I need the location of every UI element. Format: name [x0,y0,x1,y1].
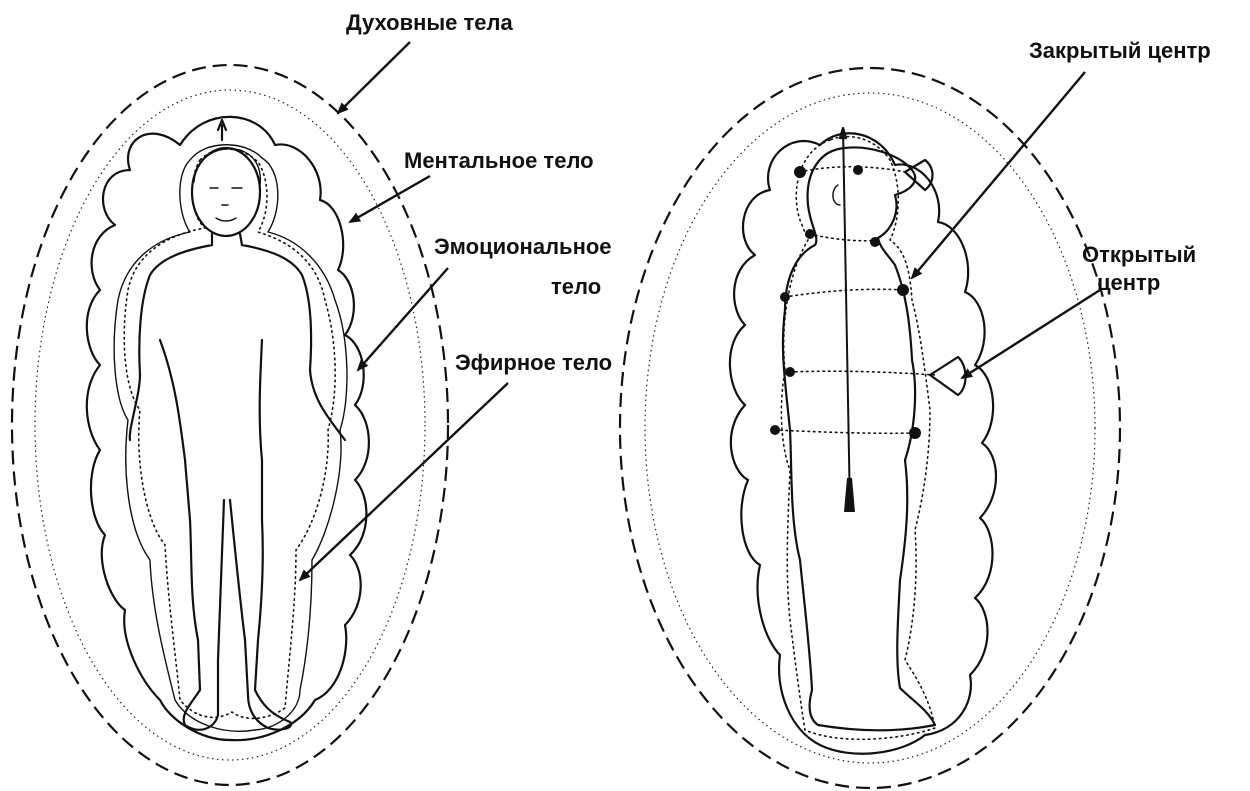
chakra-axis [843,128,850,510]
crown-sprout-front [218,120,226,140]
chakra-level-head [800,167,905,172]
front-view-figure [12,65,448,785]
chakra-knot [909,427,921,439]
chakra-level-heart [785,289,905,297]
arrow-open-center [962,290,1100,378]
spiritual-hatch-side [645,93,1095,763]
arrow-spiritual-bodies [338,42,410,113]
spiritual-body-outline-front [12,65,448,785]
arrow-mental-body [350,176,430,222]
figure-body-front [130,234,345,730]
emotional-body-outline-front [114,145,347,732]
chakra-knot [794,166,806,178]
label-mental-body: Ментальное тело [404,148,594,174]
label-spiritual-bodies: Духовные тела [346,10,513,36]
arrow-closed-center [912,72,1085,278]
chakra-knot [870,237,880,247]
label-open-center-line2: центр [1097,270,1160,296]
figure-ear-side [833,185,840,205]
brow-center-funnel [905,160,933,190]
label-emotional-body-line1: Эмоциональное [434,234,612,260]
chakra-level-sacral [775,430,915,433]
label-emotional-body-line2: тело [551,274,601,300]
label-etheric-body: Эфирное тело [455,350,612,376]
side-view-figure [620,68,1120,788]
chakra-knot [853,165,863,175]
label-closed-center: Закрытый центр [1029,38,1211,64]
spiritual-body-outline-side [620,68,1120,788]
arrow-emotional-body [358,268,448,370]
root-chakra [844,478,855,512]
chakra-knot [770,425,780,435]
chakra-knot [805,229,815,239]
etheric-body-outline-front [124,149,335,718]
chakra-knot [785,367,795,377]
figure-hair-front [194,149,260,185]
chakra-knot [780,292,790,302]
figure-face-front [210,188,242,221]
mental-body-outline-front [87,117,369,740]
chakra-knot [897,284,909,296]
open-center-funnel [930,357,966,395]
label-open-center-line1: Открытый [1082,242,1196,268]
